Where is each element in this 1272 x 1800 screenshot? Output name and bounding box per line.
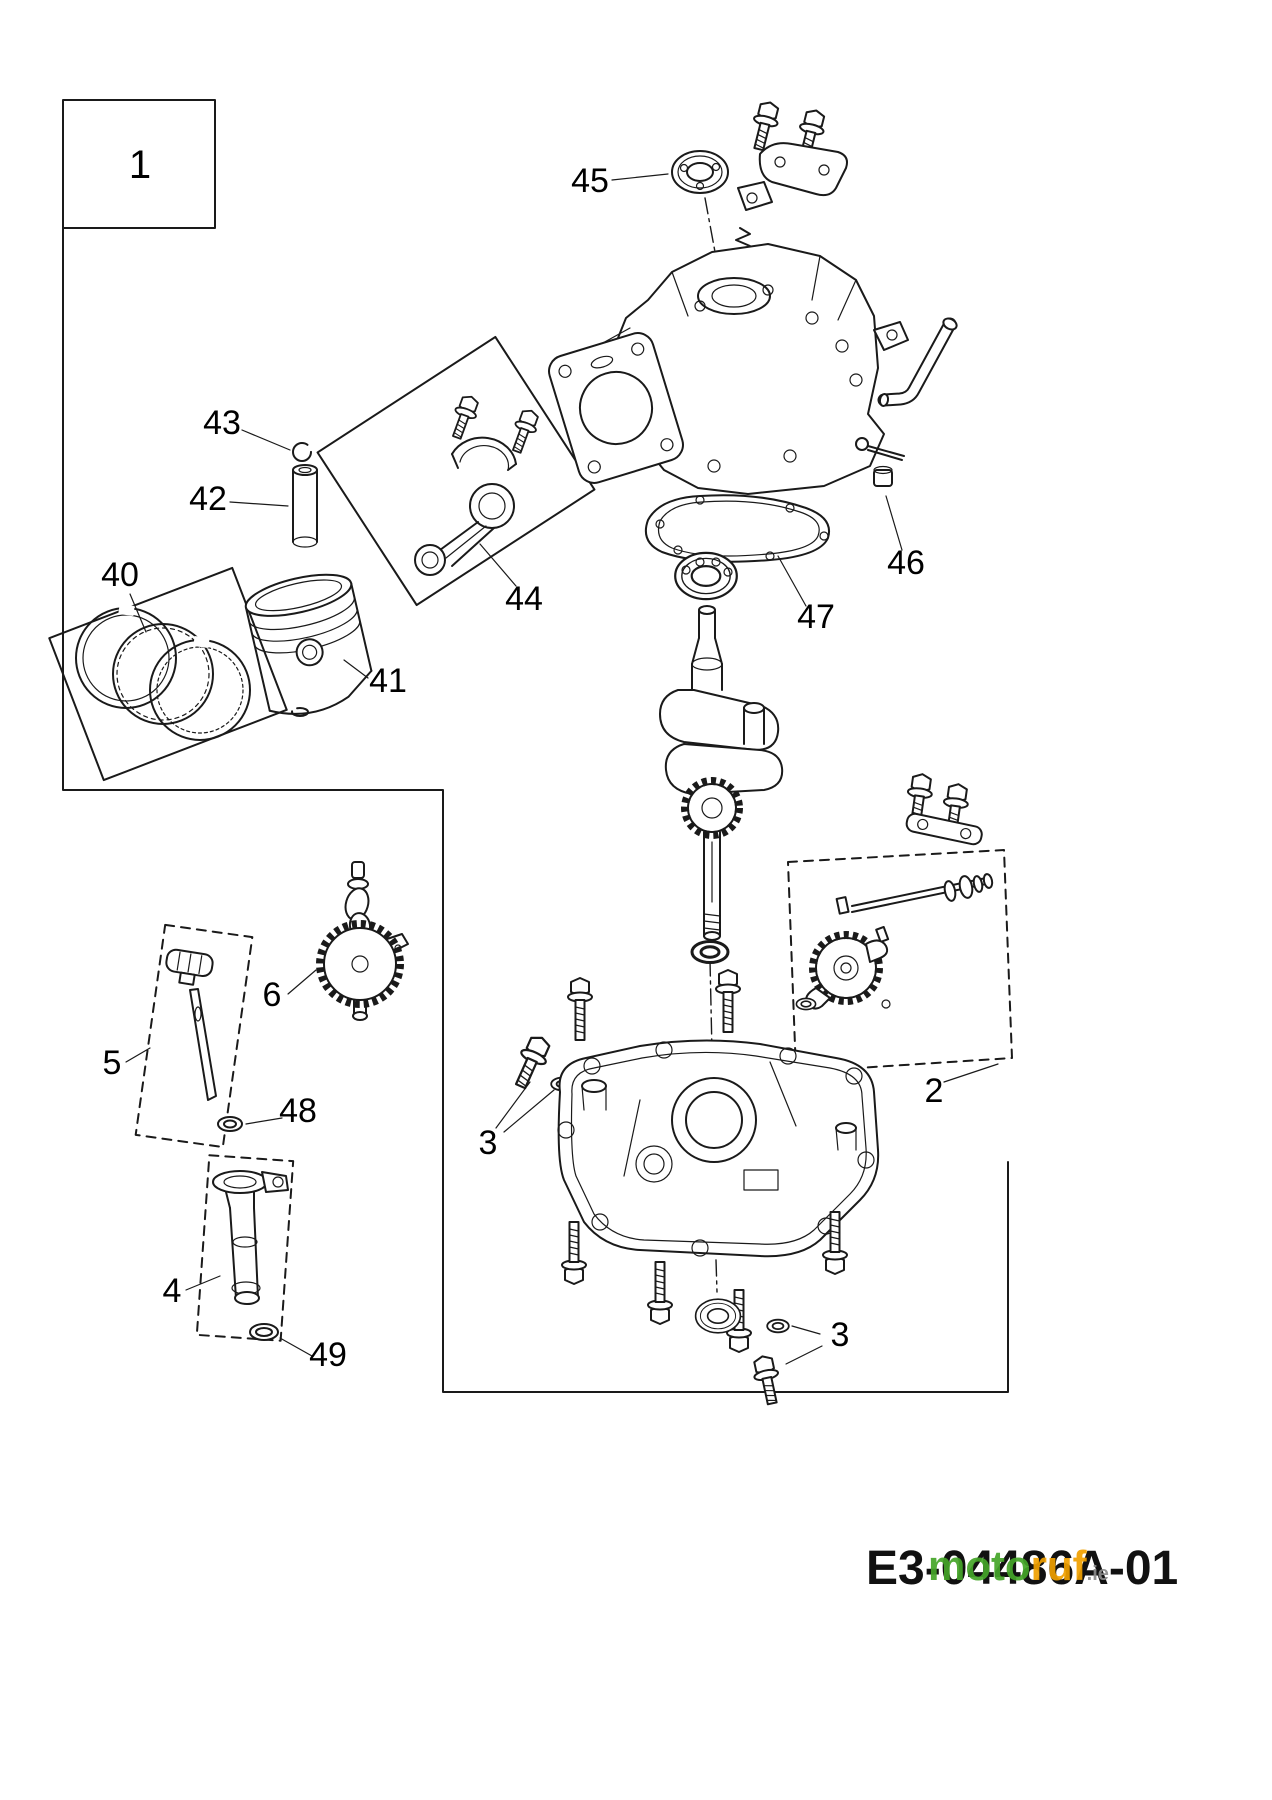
label-45: 45 <box>571 162 609 200</box>
callout-42: 42 <box>189 480 289 518</box>
watermark-tld: .ie <box>1087 1563 1109 1585</box>
label-46: 46 <box>887 544 925 582</box>
label-3-upper: 3 <box>479 1124 498 1162</box>
dipstick-box <box>134 923 254 1149</box>
label-41: 41 <box>369 662 407 700</box>
callout-40: 40 <box>101 556 147 633</box>
callout-48: 48 <box>245 1092 317 1130</box>
label-2: 2 <box>925 1072 944 1110</box>
dipstick-drawing <box>165 948 243 1132</box>
piston-drawing <box>244 573 373 715</box>
label-1: 1 <box>129 143 151 187</box>
governor-assembly-drawing <box>795 873 994 1011</box>
label-3-lower: 3 <box>831 1316 850 1354</box>
piston-pin-circlip-small <box>291 707 309 717</box>
label-40: 40 <box>101 556 139 594</box>
callout-5: 5 <box>103 1044 151 1082</box>
carb-bracket-parts <box>704 98 848 293</box>
label-42: 42 <box>189 480 227 518</box>
callout-2: 2 <box>925 1063 999 1110</box>
callout-1: 1 <box>129 143 151 187</box>
connecting-rod-drawing <box>414 392 543 576</box>
ball-bearing-bottom <box>694 1298 742 1334</box>
callout-45: 45 <box>571 162 669 200</box>
watermark-brand-left: moto <box>928 1542 1031 1589</box>
label-44: 44 <box>505 580 543 618</box>
label-43: 43 <box>203 404 241 442</box>
piston-pin-drawing <box>292 464 318 548</box>
svg-text:motoruf.ie: motoruf.ie <box>928 1542 1109 1589</box>
label-48: 48 <box>279 1092 317 1130</box>
callout-41: 41 <box>343 659 407 700</box>
crankcase-gasket-drawing <box>644 494 830 563</box>
crankshaft-drawing <box>659 605 784 964</box>
connecting-rod-box <box>316 335 596 607</box>
label-6: 6 <box>263 976 282 1014</box>
cotter-pin-and-spacer <box>855 437 905 487</box>
label-47: 47 <box>797 598 835 636</box>
assembly-1-border <box>62 99 1009 1393</box>
label-49: 49 <box>309 1336 347 1374</box>
oil-tube-drawing <box>212 1170 289 1341</box>
callout-47: 47 <box>777 555 835 636</box>
callout-3-lower: 3 <box>785 1316 850 1365</box>
label-4: 4 <box>163 1272 182 1310</box>
ball-bearing-45 <box>671 150 729 194</box>
stop-bracket-parts <box>902 771 983 846</box>
circlip-43-drawing <box>292 442 312 462</box>
doc-number: E3-04486A-01 <box>866 1542 1178 1595</box>
callout-4: 4 <box>163 1272 221 1310</box>
camshaft-drawing <box>316 861 409 1021</box>
breather-pipe-drawing <box>877 317 958 407</box>
governor-box <box>787 849 1013 1073</box>
watermark: motoruf.ie <box>928 1542 1109 1589</box>
callout-3-upper: 3 <box>479 1081 555 1162</box>
callout-44: 44 <box>479 543 543 618</box>
callout-46: 46 <box>885 495 925 582</box>
watermark-brand-right: ruf <box>1031 1542 1088 1589</box>
label-5: 5 <box>103 1044 122 1082</box>
sump-bolts-top <box>567 969 741 1041</box>
ball-bearing-middle <box>674 551 738 601</box>
oil-tube-box <box>195 1154 295 1342</box>
callout-6: 6 <box>263 969 317 1014</box>
callout-49: 49 <box>279 1336 347 1374</box>
callout-43: 43 <box>203 404 291 451</box>
sump-drawing <box>557 1039 880 1258</box>
piston-rings-drawing <box>75 604 251 741</box>
head-gasket-drawing <box>548 332 684 484</box>
doc-footer: E3-04486A-01 motoruf.ie <box>866 1542 1178 1595</box>
